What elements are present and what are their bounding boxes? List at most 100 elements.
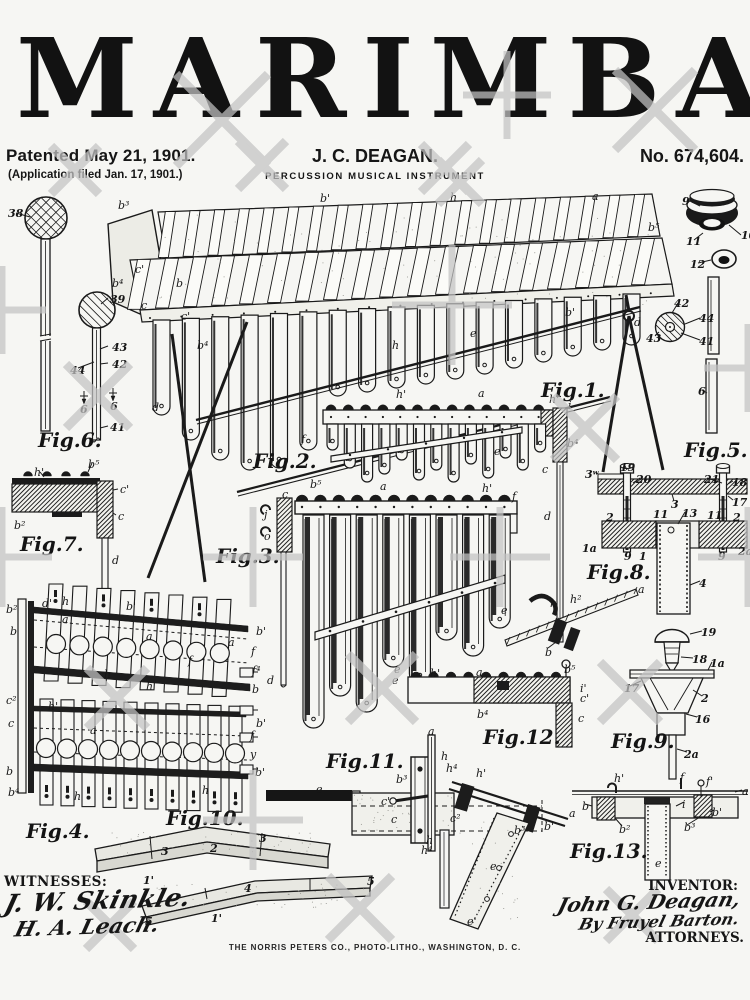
ref-label: c²	[6, 694, 17, 707]
ref-label: e	[470, 327, 477, 340]
ref-label: c	[282, 488, 288, 501]
figure-12-drawing	[407, 586, 639, 748]
ref-label: h'	[396, 388, 406, 401]
ref-label: d	[634, 316, 641, 329]
ref-label: b⁴	[112, 277, 123, 290]
ref-label: 11	[653, 508, 668, 521]
ref-label: c'	[381, 795, 390, 808]
ref-label: 3	[259, 832, 267, 845]
ref-label: a	[62, 613, 69, 626]
fig-caption: Fig.7.	[19, 532, 84, 556]
watermark-x-icon	[83, 664, 151, 732]
figure-7-drawing	[11, 462, 119, 597]
ref-label: f	[679, 771, 686, 784]
ref-label: h'	[34, 466, 44, 479]
watermark-plus-icon	[203, 770, 303, 870]
ref-label: 20	[635, 473, 652, 486]
subtitle: PERCUSSION MUSICAL INSTRUMENT	[265, 171, 485, 182]
witness-signature-2: H. A. Leach.	[12, 911, 163, 942]
watermark-x-icon	[611, 66, 699, 154]
ref-label: h'	[614, 772, 624, 785]
ref-label: e	[490, 860, 497, 873]
ref-label: i'	[580, 682, 587, 695]
ref-label: 11	[686, 235, 701, 248]
ref-label: e'	[467, 915, 477, 928]
reference-labels: b³b'hab⁵b⁴c'bcc'b⁴dheb'd3839434244416691…	[6, 190, 750, 928]
ref-label: 1'	[211, 912, 222, 925]
ref-label: b	[545, 646, 552, 659]
ref-label: d	[544, 510, 551, 523]
ref-label: f⁴	[251, 664, 260, 677]
watermark-x-icon	[596, 658, 664, 726]
ref-label: 2	[209, 842, 218, 855]
ref-label: 3	[161, 845, 169, 858]
ref-label: c	[542, 463, 548, 476]
ref-label: b²	[6, 603, 17, 616]
inventor-label: INVENTOR:	[648, 878, 738, 894]
printer-line: THE NORRIS PETERS CO., PHOTO-LITHO., WAS…	[228, 943, 522, 952]
ref-label: f	[249, 729, 256, 742]
ref-label: 5	[367, 875, 375, 888]
ref-label: h	[550, 597, 557, 610]
ref-label: f'	[705, 775, 713, 788]
ref-label: f	[250, 645, 257, 658]
ref-label: e	[316, 783, 323, 796]
ref-label: b'	[544, 820, 554, 833]
ref-label: a	[569, 807, 576, 820]
witnesses-label: WITNESSES:	[4, 874, 108, 890]
ref-label: h'	[430, 667, 440, 680]
ref-label: a	[90, 724, 97, 737]
ref-label: b⁴	[477, 708, 488, 721]
ref-label: 9	[624, 550, 632, 563]
ref-label: 19	[701, 626, 717, 639]
ref-label: 11	[707, 509, 722, 522]
figure-13-drawing	[572, 778, 748, 881]
ref-label: 2	[732, 511, 741, 524]
ref-label: a	[638, 583, 645, 596]
ref-label: 5	[145, 915, 153, 928]
ref-label: a	[476, 666, 483, 679]
ref-label: h⁴	[421, 844, 433, 857]
watermark-x-icon	[549, 392, 621, 464]
watermark-plus-icon	[450, 507, 550, 607]
ref-label: f	[300, 433, 307, 446]
fig-caption: Fig.8.	[586, 560, 651, 584]
ref-label: 6	[698, 385, 706, 398]
ref-label: b'	[565, 306, 575, 319]
ref-label: c'	[181, 310, 190, 323]
ref-label: 3ʷ	[585, 468, 600, 481]
watermark-x-icon	[47, 142, 103, 198]
ref-label: 1	[639, 550, 647, 563]
ref-label: 16	[695, 713, 711, 726]
ref-label: 41	[699, 335, 714, 348]
fig-caption: Fig.12.	[482, 725, 561, 749]
fig-caption: Fig.9.	[610, 729, 675, 753]
ref-label: h	[104, 668, 111, 681]
ref-label: b	[176, 277, 183, 290]
ref-label: e	[494, 445, 501, 458]
watermark-plus-icon	[0, 507, 52, 607]
watermark-plus-icon	[392, 245, 512, 365]
ref-label: c'	[580, 692, 589, 705]
figure-2-drawing	[322, 404, 568, 643]
ref-label: 21	[703, 473, 719, 486]
ref-label: h	[202, 784, 209, 797]
ref-label: d	[267, 674, 274, 687]
ref-label: b'	[712, 806, 722, 819]
ref-label: 17	[732, 496, 748, 509]
figure-10-drawing	[94, 826, 373, 926]
ref-label: 12	[690, 258, 706, 271]
watermark-plus-icon	[698, 507, 750, 607]
ref-label: i	[568, 399, 572, 412]
ref-label: b³	[514, 824, 525, 837]
ref-label: 42	[674, 297, 690, 310]
watermark-plus-icon	[704, 324, 750, 412]
watermark-x-icon	[82, 897, 138, 953]
fig-caption: Fig.11.	[325, 749, 404, 773]
ref-label: c	[141, 299, 147, 312]
ref-label: h'	[48, 700, 58, 713]
fig-caption: Fig.2.	[252, 449, 317, 473]
ref-label: b⁵	[648, 221, 660, 234]
ref-label: c'	[135, 263, 144, 276]
